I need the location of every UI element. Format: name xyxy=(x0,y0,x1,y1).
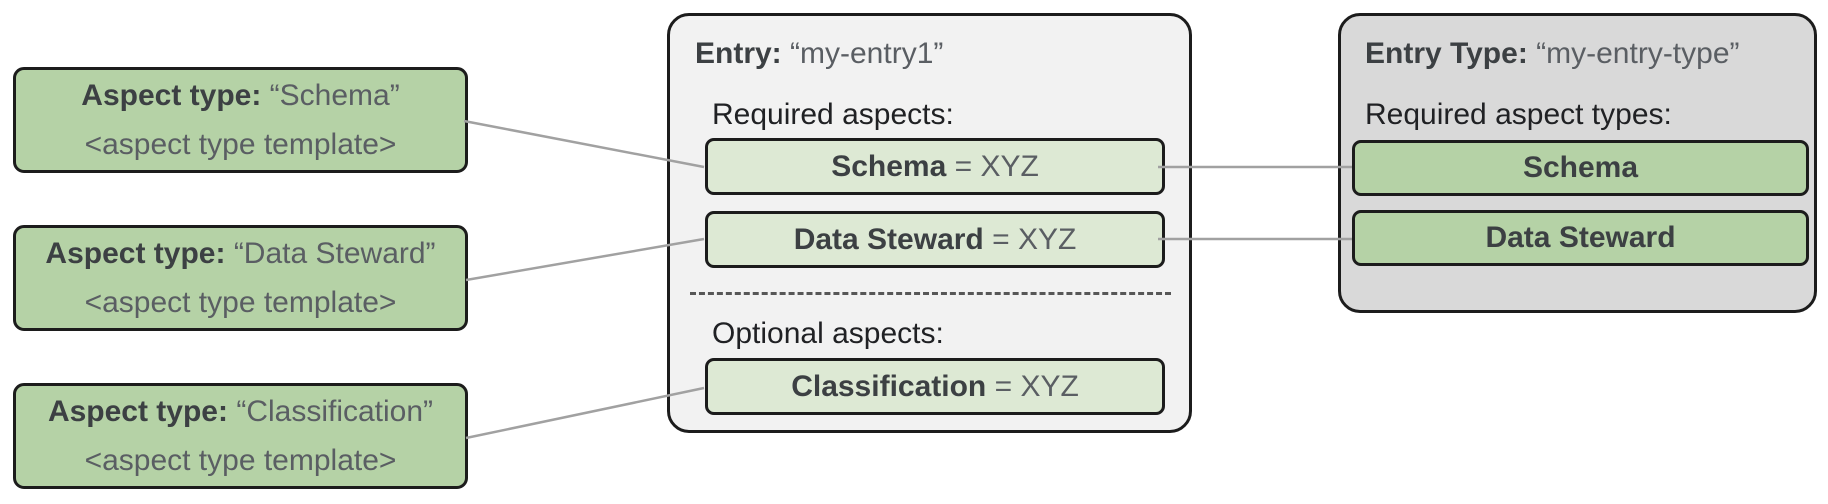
entry-label: Entry: xyxy=(695,37,782,70)
aspect-type-box-data-steward: Aspect type: “Data Steward” <aspect type… xyxy=(13,225,468,331)
aspect-type-name: Schema xyxy=(1522,151,1639,184)
entry-aspect-classification-text: Classification = XYZ xyxy=(791,370,1079,404)
entry-aspect-schema-text: Schema = XYZ xyxy=(831,150,1039,184)
entry-name: “my-entry1” xyxy=(790,37,944,70)
aspect-name: Classification xyxy=(791,369,987,403)
aspect-type-title: Aspect type: “Schema” xyxy=(81,79,399,113)
required-aspects-heading: Required aspects: xyxy=(712,98,954,131)
aspect-type-label: Aspect type: xyxy=(81,78,262,112)
aspect-type-template: <aspect type template> xyxy=(84,285,397,319)
aspect-type-template: <aspect type template> xyxy=(84,127,397,161)
aspect-type-template: <aspect type template> xyxy=(84,443,397,477)
aspect-type-name: “Schema” xyxy=(269,78,400,112)
aspect-type-box-schema: Aspect type: “Schema” <aspect type templ… xyxy=(13,67,468,173)
entry-type-container: Entry Type: “my-entry-type” Required asp… xyxy=(1338,13,1817,313)
entry-type-label: Entry Type: xyxy=(1365,37,1528,70)
entry-aspect-schema: Schema = XYZ xyxy=(705,138,1165,195)
aspect-type-title: Aspect type: “Data Steward” xyxy=(45,237,435,271)
required-optional-divider xyxy=(690,292,1171,295)
aspect-type-name: “Data Steward” xyxy=(233,236,436,270)
entry-type-name: “my-entry-type” xyxy=(1536,37,1740,70)
entry-aspect-classification: Classification = XYZ xyxy=(705,358,1165,415)
aspect-name: Schema xyxy=(831,149,947,183)
aspect-value: = XYZ xyxy=(994,369,1079,403)
aspect-type-box-classification: Aspect type: “Classification” <aspect ty… xyxy=(13,383,468,489)
entry-type-aspect-schema: Schema xyxy=(1352,140,1809,196)
entry-type-title: Entry Type: “my-entry-type” xyxy=(1365,37,1740,71)
entry-type-aspect-data-steward: Data Steward xyxy=(1352,210,1809,266)
aspect-value: = XYZ xyxy=(954,149,1039,183)
aspect-value: = XYZ xyxy=(992,222,1077,256)
aspect-type-name: Data Steward xyxy=(1485,221,1676,254)
required-aspect-types-heading: Required aspect types: xyxy=(1365,98,1672,131)
optional-aspects-heading: Optional aspects: xyxy=(712,317,944,350)
aspect-name: Data Steward xyxy=(793,222,984,256)
aspect-type-label: Aspect type: xyxy=(47,394,228,428)
entry-container: Entry: “my-entry1” Required aspects: Sch… xyxy=(667,13,1192,433)
aspect-type-label: Aspect type: xyxy=(45,236,226,270)
aspect-type-name: “Classification” xyxy=(236,394,434,428)
aspect-type-title: Aspect type: “Classification” xyxy=(48,395,433,429)
entry-title: Entry: “my-entry1” xyxy=(695,37,943,71)
entry-aspect-data-steward-text: Data Steward = XYZ xyxy=(794,223,1077,257)
entry-aspect-data-steward: Data Steward = XYZ xyxy=(705,211,1165,268)
